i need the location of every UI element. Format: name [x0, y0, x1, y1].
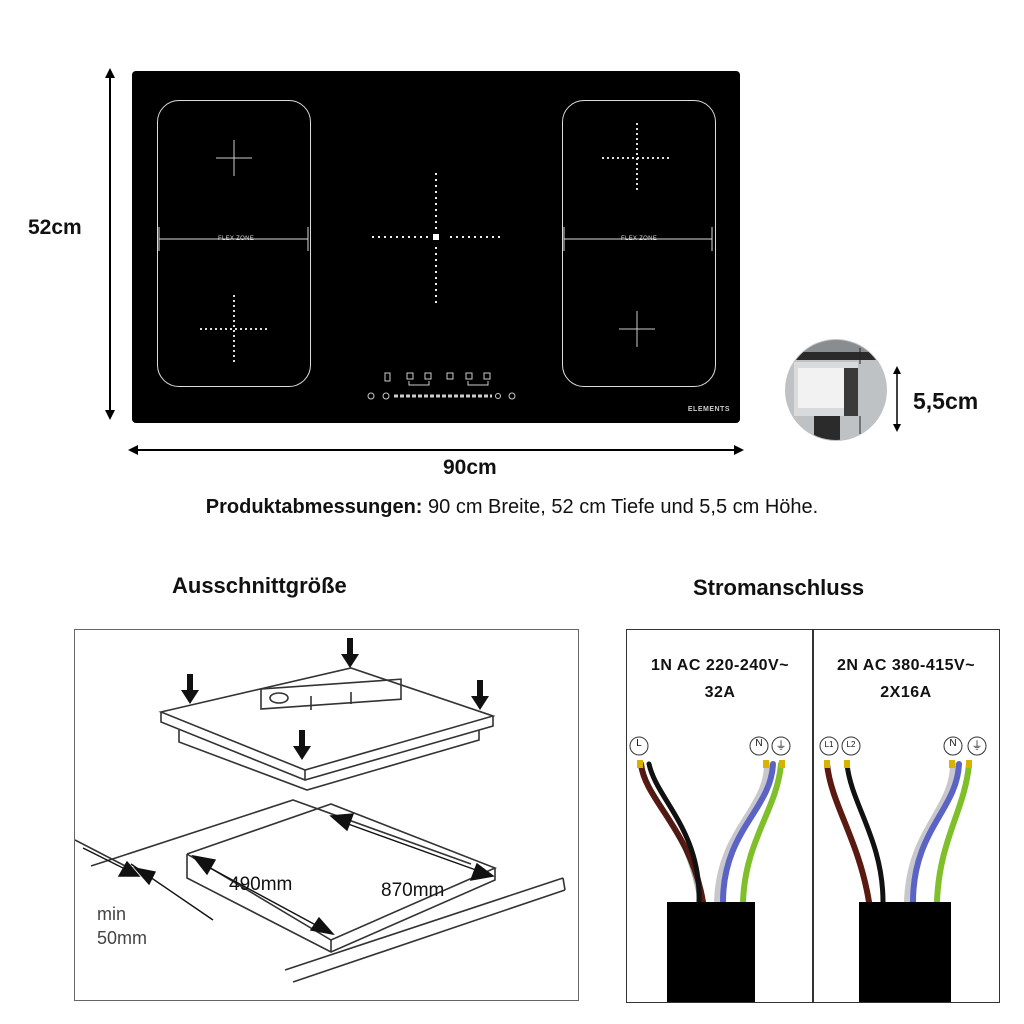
single-phase-current: 32A [704, 684, 736, 701]
caption-bold: Produktabmessungen: [205, 496, 423, 518]
brand-logo: ELEMENTS [687, 406, 730, 413]
single-phase-cable-jacket [667, 902, 755, 1002]
single-phase-voltage: 1N AC 220-240V~ [650, 657, 790, 674]
terminal-l1-icon: L1 [824, 740, 834, 749]
caption-text: 90 cm Breite, 52 cm Tiefe und 5,5 cm Höh… [422, 496, 819, 518]
two-phase-voltage: 2N AC 380-415V~ [836, 657, 976, 674]
cutout-diagram [75, 638, 566, 983]
two-phase-cable-jacket [859, 902, 951, 1002]
ground2-icon: ⏚ [971, 740, 983, 752]
right-flex-zone [562, 100, 716, 387]
height-dimension-arrow [105, 68, 115, 420]
height-label: 52cm [28, 216, 82, 239]
hob-markings [158, 123, 713, 400]
terminal-l-icon: L [636, 738, 642, 749]
terminal-n-icon: N [755, 738, 763, 749]
thickness-dimension-arrow [893, 366, 901, 432]
thickness-detail-image [785, 339, 887, 441]
cutout-depth-label: 490mm [229, 874, 293, 895]
product-dimensions-caption: Produktabmessungen: 90 cm Breite, 52 cm … [0, 496, 1024, 519]
width-label: 90cm [443, 456, 497, 479]
single-phase-spec: 1N AC 220-240V~ 32A [627, 652, 813, 706]
wiring-panel: 1N AC 220-240V~ 32A 2N AC 380-415V~ 2X16… [626, 629, 1000, 1003]
terminal-n2-icon: N [949, 738, 957, 749]
ground-icon: ⏚ [775, 740, 787, 752]
width-dimension-arrow [128, 445, 744, 455]
induction-hob: FLEX ZONE FLEX ZONE ELEMENTS [132, 71, 740, 423]
left-flex-zone [157, 100, 311, 387]
cutout-title: Ausschnittgröße [172, 573, 347, 598]
right-flex-zone-label: FLEX ZONE [621, 236, 658, 242]
thickness-label: 5,5cm [913, 388, 979, 414]
min-distance-label-2: 50mm [97, 928, 148, 948]
cutout-diagram-panel: 490mm 870mm min 50mm [74, 629, 579, 1001]
cutout-width-label: 870mm [381, 880, 445, 901]
wiring-diagram [629, 736, 987, 1002]
min-distance-label-1: min [97, 904, 127, 924]
two-phase-current: 2X16A [880, 684, 932, 701]
terminal-l2-icon: L2 [846, 740, 856, 749]
wiring-divider [812, 630, 814, 1002]
left-flex-zone-label: FLEX ZONE [218, 236, 255, 242]
two-phase-spec: 2N AC 380-415V~ 2X16A [813, 652, 999, 706]
power-title: Stromanschluss [693, 575, 865, 600]
